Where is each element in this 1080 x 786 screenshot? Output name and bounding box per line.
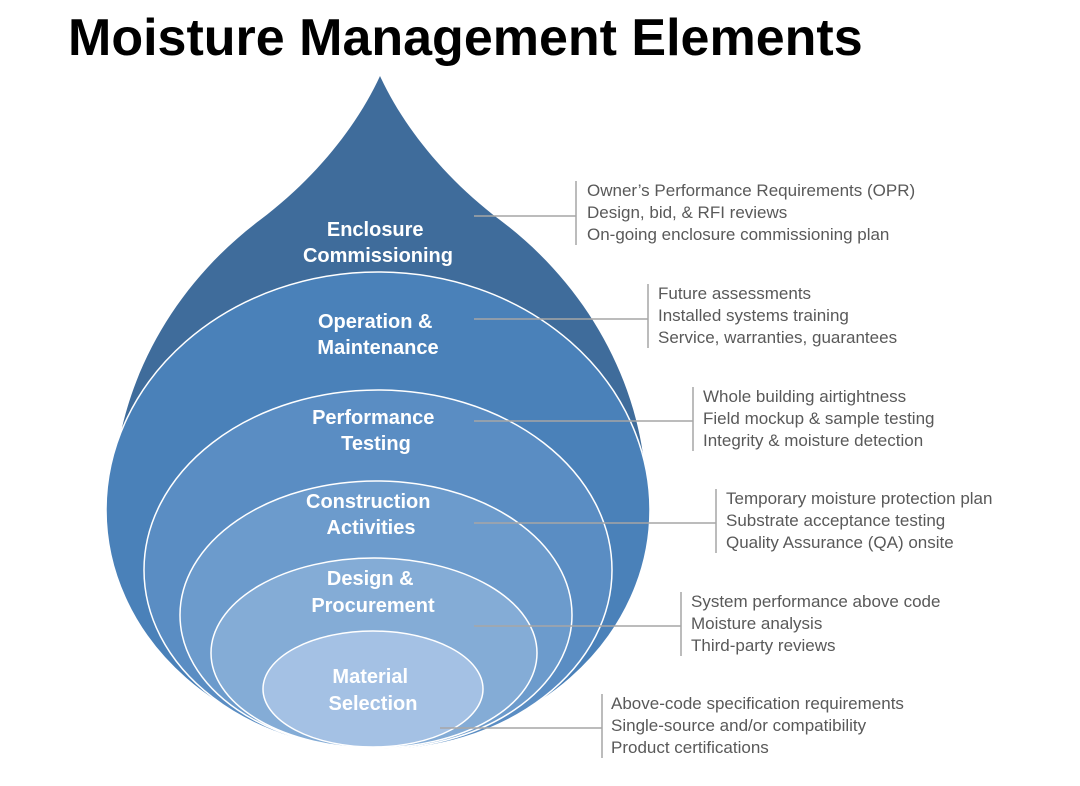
label-line: Activities bbox=[327, 517, 416, 539]
detail-list: Future assessments Installed systems tra… bbox=[658, 284, 897, 347]
layer-material-selection bbox=[262, 630, 484, 748]
detail-item: Moisture analysis bbox=[691, 614, 822, 633]
detail-item: Service, warranties, guarantees bbox=[658, 328, 897, 347]
detail-item: Product certifications bbox=[611, 738, 769, 757]
detail-item: Future assessments bbox=[658, 284, 811, 303]
label-design-procurement: Design & Procurement bbox=[311, 568, 435, 617]
detail-item: Whole building airtightness bbox=[703, 387, 906, 406]
detail-item: System performance above code bbox=[691, 592, 940, 611]
detail-item: Substrate acceptance testing bbox=[726, 511, 945, 530]
label-operation-maintenance: Operation & Maintenance bbox=[317, 311, 438, 359]
detail-list: System performance above code Moisture a… bbox=[691, 592, 945, 655]
callout-enclosure-commissioning: Owner’s Performance Requirements (OPR) D… bbox=[474, 181, 920, 245]
label-line: Operation & bbox=[318, 311, 432, 333]
detail-list: Above-code specification requirements Si… bbox=[611, 694, 909, 757]
detail-item: On-going enclosure commissioning plan bbox=[587, 225, 889, 244]
label-line: Maintenance bbox=[317, 337, 438, 359]
detail-item: Third-party reviews bbox=[691, 636, 836, 655]
detail-list: Owner’s Performance Requirements (OPR) D… bbox=[587, 181, 920, 244]
label-line: Procurement bbox=[311, 595, 435, 617]
label-line: Material bbox=[332, 666, 408, 688]
page-title: Moisture Management Elements bbox=[68, 9, 863, 67]
callout-performance-testing: Whole building airtightness Field mockup… bbox=[474, 387, 939, 451]
detail-list: Whole building airtightness Field mockup… bbox=[703, 387, 939, 450]
detail-item: Design, bid, & RFI reviews bbox=[587, 203, 787, 222]
label-line: Construction bbox=[306, 491, 430, 513]
callout-design-procurement: System performance above code Moisture a… bbox=[474, 592, 945, 656]
detail-item: Field mockup & sample testing bbox=[703, 409, 935, 428]
detail-item: Temporary moisture protection plan bbox=[726, 489, 992, 508]
label-performance-testing: Performance Testing bbox=[312, 407, 440, 455]
label-line: Selection bbox=[329, 693, 418, 715]
detail-item: Single-source and/or compatibility bbox=[611, 716, 867, 735]
detail-item: Integrity & moisture detection bbox=[703, 431, 923, 450]
label-line: Design & bbox=[327, 568, 414, 590]
detail-list: Temporary moisture protection plan Subst… bbox=[726, 489, 997, 552]
label-line: Commissioning bbox=[303, 245, 453, 267]
callout-material-selection: Above-code specification requirements Si… bbox=[440, 694, 909, 758]
detail-item: Installed systems training bbox=[658, 306, 849, 325]
detail-item: Above-code specification requirements bbox=[611, 694, 904, 713]
label-material-selection: Material Selection bbox=[329, 666, 418, 715]
label-construction-activities: Construction Activities bbox=[306, 491, 436, 539]
callout-construction-activities: Temporary moisture protection plan Subst… bbox=[474, 489, 997, 553]
detail-item: Owner’s Performance Requirements (OPR) bbox=[587, 181, 915, 200]
label-line: Enclosure bbox=[327, 219, 424, 241]
callout-operation-maintenance: Future assessments Installed systems tra… bbox=[474, 284, 897, 348]
detail-item: Quality Assurance (QA) onsite bbox=[726, 533, 954, 552]
label-line: Testing bbox=[341, 433, 411, 455]
label-line: Performance bbox=[312, 407, 434, 429]
label-enclosure-commissioning: Enclosure Commissioning bbox=[303, 219, 453, 267]
layer-labels: Enclosure Commissioning Operation & Main… bbox=[303, 219, 453, 715]
